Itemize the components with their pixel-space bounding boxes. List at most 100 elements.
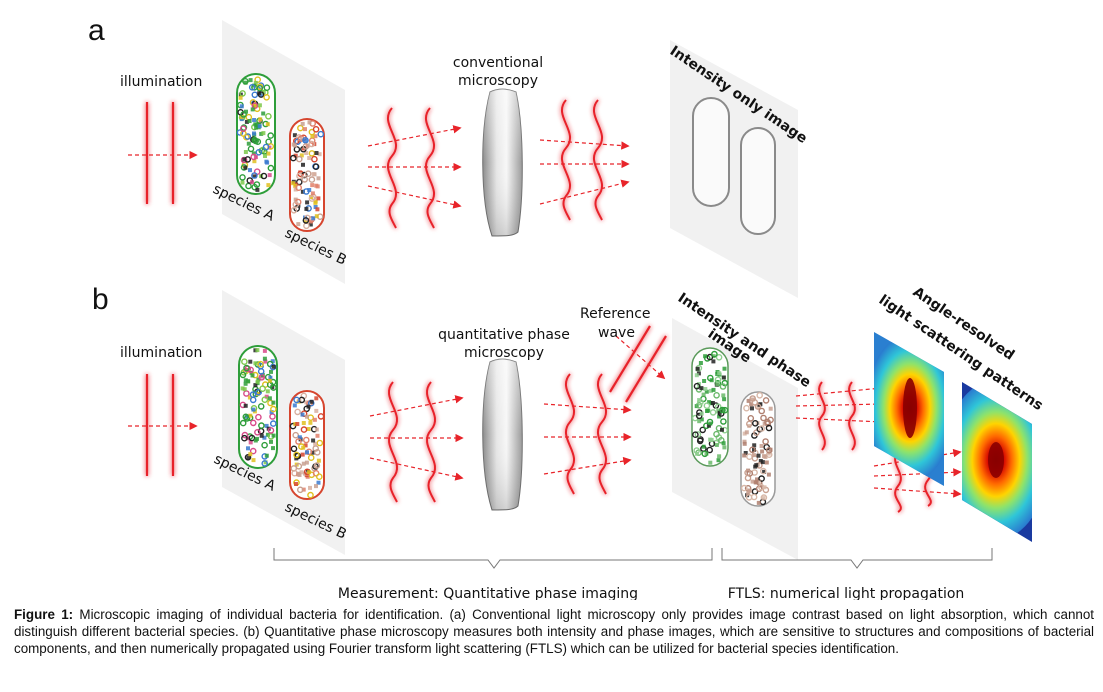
cell-texture-ring [255, 413, 262, 421]
cell-texture-ring [719, 406, 726, 414]
cell-texture-ring [269, 420, 277, 427]
cell-texture-dot [314, 151, 319, 155]
cell-texture-ring [312, 126, 320, 133]
cell-texture-dot [315, 207, 320, 212]
cell-texture-dot [746, 491, 751, 496]
cell-texture-dot [293, 187, 298, 192]
cell-texture-ring [256, 85, 264, 92]
cell-texture-ring [302, 217, 310, 224]
cell-texture-ring [248, 434, 256, 442]
cell-texture-dot [706, 408, 711, 413]
cell-texture-dot [696, 371, 701, 376]
cell-texture-dot [299, 153, 304, 158]
caption-text: Microscopic imaging of individual bacter… [14, 607, 1095, 656]
illumination-beam-a [145, 102, 175, 204]
cell-texture-ring [760, 467, 767, 475]
species-a-texture-b [239, 348, 277, 467]
cell-texture-dot [744, 430, 749, 435]
cell-texture-dot [264, 423, 269, 428]
cell-texture-dot [305, 414, 309, 419]
cell-texture-ring [298, 443, 305, 450]
cell-texture-dot [248, 452, 253, 457]
cell-texture-dot [248, 440, 253, 445]
cell-texture-dot [303, 138, 308, 143]
cell-texture-dot [314, 427, 319, 432]
cell-texture-ring [241, 434, 248, 442]
cell-texture-ring [295, 184, 303, 191]
cell-texture-dot [750, 479, 755, 484]
cell-texture-ring [263, 84, 271, 91]
ftls-bracket [721, 548, 993, 569]
cell-texture-dot [313, 441, 318, 446]
cell-texture-ring [760, 414, 767, 422]
cell-texture-ring [706, 353, 714, 361]
cell-texture-ring [261, 460, 269, 467]
cell-texture-dot [703, 387, 708, 391]
cell-texture-dot [300, 452, 305, 457]
cell-texture-dot [717, 410, 722, 415]
cell-texture-dot [721, 441, 726, 446]
cell-texture-ring [300, 426, 308, 433]
cell-texture-ring [762, 397, 770, 404]
cell-texture-ring [765, 424, 773, 432]
cell-texture-dot [314, 484, 318, 489]
cell-texture-dot [257, 103, 262, 108]
cell-texture-ring [290, 445, 298, 453]
cell-texture-ring [701, 450, 709, 458]
species-b-texture-b [289, 392, 325, 499]
cell-texture-ring [301, 176, 309, 183]
cell-texture-ring [247, 145, 255, 153]
cell-texture-dot [702, 379, 707, 383]
cell-texture-ring [307, 454, 315, 462]
cell-texture-dot [298, 170, 303, 175]
cell-texture-dot [269, 369, 273, 374]
cell-texture-ring [267, 132, 275, 139]
cell-texture-dot [258, 119, 263, 124]
cell-texture-ring [242, 78, 249, 85]
cell-texture-dot [747, 488, 752, 493]
cell-texture-dot [246, 379, 251, 384]
ftls-label: FTLS: numerical light propagation [728, 586, 965, 600]
cell-texture-dot [751, 453, 756, 458]
cell-texture-dot [252, 137, 257, 142]
cell-texture-dot [311, 438, 316, 443]
cell-texture-dot [315, 433, 320, 438]
scattering-pattern-2 [962, 382, 1032, 542]
intensity-image-species-a [692, 97, 730, 207]
cell-texture-dot [247, 119, 252, 123]
wavefront-a-1 [386, 107, 436, 229]
cell-texture-ring [296, 172, 303, 180]
cell-texture-dot [314, 396, 319, 401]
cell-texture-dot [310, 134, 315, 139]
cell-texture-ring [721, 406, 729, 414]
cell-texture-dot [766, 451, 771, 456]
cell-texture-ring [715, 353, 723, 361]
cell-texture-ring [740, 484, 748, 492]
cell-texture-ring [706, 446, 714, 454]
cell-texture-dot [246, 455, 251, 460]
cell-texture-ring [692, 431, 699, 439]
illumination-label-b: illumination [120, 345, 202, 361]
cell-texture-ring [294, 408, 301, 416]
cell-texture-dot [299, 470, 304, 475]
cell-texture-ring [765, 446, 773, 454]
cell-texture-dot [699, 417, 704, 422]
cell-texture-dot [291, 181, 296, 186]
cell-texture-ring [292, 201, 300, 208]
cell-texture-dot [704, 389, 709, 394]
cell-texture-ring [267, 164, 275, 172]
cell-texture-dot [742, 441, 747, 446]
cell-texture-ring [257, 403, 265, 410]
cell-texture-dot [709, 378, 714, 383]
cell-texture-ring [317, 130, 325, 138]
cell-texture-dot [711, 359, 716, 364]
cell-texture-dot [304, 220, 309, 224]
cell-texture-dot [303, 127, 307, 132]
cell-texture-ring [749, 446, 756, 454]
cell-texture-dot [742, 431, 747, 436]
cell-texture-dot [253, 361, 258, 366]
cell-texture-dot [301, 421, 306, 425]
cell-texture-ring [758, 483, 765, 491]
cell-texture-ring [744, 469, 751, 477]
cell-texture-dot [720, 427, 724, 432]
